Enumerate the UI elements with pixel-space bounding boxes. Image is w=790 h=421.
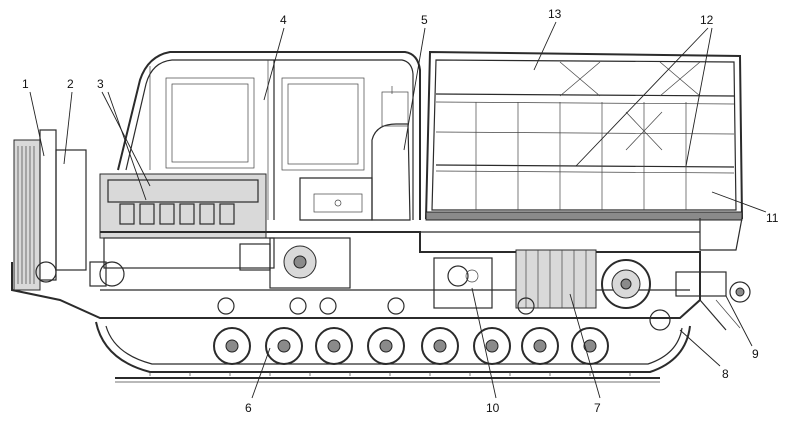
callout-labels: 1 2 3 4 5 6 7 8 9 10 11 12 13 (22, 7, 779, 415)
leader-lines (29, 21, 767, 399)
callout-13: 13 (548, 7, 562, 21)
ground (115, 377, 660, 383)
callout-10: 10 (486, 401, 500, 415)
callout-6: 6 (245, 401, 252, 415)
callout-2: 2 (67, 77, 74, 91)
callout-8: 8 (722, 367, 729, 381)
callout-9: 9 (752, 347, 759, 361)
road-wheels (213, 327, 609, 365)
cargo-body (424, 50, 744, 251)
return-rollers (217, 297, 671, 331)
callout-3: 3 (97, 77, 104, 91)
callout-4: 4 (280, 13, 287, 27)
callout-12: 12 (700, 13, 714, 27)
hull (11, 231, 701, 319)
callout-7: 7 (594, 401, 601, 415)
callout-5: 5 (421, 13, 428, 27)
engine (13, 129, 275, 291)
callout-1: 1 (22, 77, 29, 91)
callout-11: 11 (766, 211, 779, 225)
track (95, 297, 691, 376)
